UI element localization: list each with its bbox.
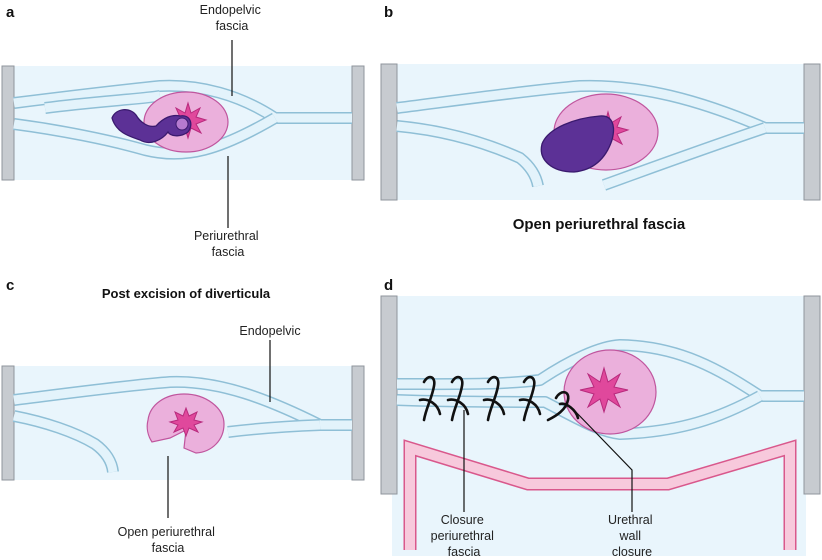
panel-a-right-wall	[351, 65, 365, 181]
panel-c-open-fascia-right	[227, 419, 321, 438]
panel-b-open-fascia-right	[601, 122, 767, 191]
panel-c-open-fascia-left	[12, 410, 119, 473]
panel-c-right-wall	[351, 365, 365, 481]
panel-b-endopelvic-fascia	[396, 79, 804, 134]
panel-b-diverticulum	[540, 115, 615, 173]
panel-c-urethral-lumen-icon	[168, 406, 204, 438]
panel-c-endopelvic-label: Endopelvic	[239, 324, 300, 338]
panel-b: b Open periurethral fascia	[380, 4, 821, 233]
panel-c: c Post excision of diverticula Endopelvi…	[1, 277, 365, 555]
panel-d-left-wall	[380, 295, 398, 495]
panel-c-open-periurethral-label: Open periurethral fascia	[118, 525, 219, 555]
suture-2-icon	[446, 375, 470, 422]
panel-a-periurethral-fascia	[13, 112, 279, 160]
panel-b-caption: Open periurethral fascia	[513, 216, 686, 233]
panel-d-urethral-lumen-icon	[579, 366, 629, 414]
panel-d-retractor	[403, 439, 797, 550]
panel-a-diverticulum-neck	[175, 117, 189, 131]
panel-c-letter: c	[6, 277, 14, 294]
panel-d-closure-label: Closure periurethral fascia	[431, 513, 498, 559]
panel-b-open-fascia-left	[396, 120, 544, 188]
panel-d-urethral-wall-label: Urethral wall closure	[608, 513, 656, 559]
panel-b-letter: b	[384, 4, 393, 21]
panel-a: a Endopelvic fascia Periurethral fascia	[1, 3, 365, 259]
panel-b-left-wall	[380, 63, 398, 201]
panel-a-left-wall	[1, 65, 15, 181]
panel-c-endopelvic-fascia	[13, 375, 352, 431]
panel-a-diverticulum	[111, 109, 192, 144]
panel-d-letter: d	[384, 277, 393, 294]
panel-a-periurethral-label: Periurethral fascia	[194, 229, 262, 259]
panel-d-right-leader	[571, 407, 633, 512]
suture-3-icon	[482, 375, 506, 422]
panel-a-letter: a	[6, 4, 15, 21]
suture-5-icon	[546, 390, 580, 422]
suture-1-icon	[418, 375, 442, 422]
panel-d-sutures	[418, 375, 580, 422]
panel-c-left-wall	[1, 365, 15, 481]
suture-4-icon	[518, 375, 542, 422]
panel-c-title: Post excision of diverticula	[102, 286, 271, 301]
panel-a-endopelvic-label: Endopelvic fascia	[200, 3, 265, 33]
panel-d-right-wall	[803, 295, 821, 495]
panel-d: d Closure periurethral	[380, 277, 821, 559]
panel-d-endopelvic-fascia	[396, 339, 804, 402]
panel-b-right-wall	[803, 63, 821, 201]
panel-a-endopelvic-fascia	[13, 79, 352, 124]
